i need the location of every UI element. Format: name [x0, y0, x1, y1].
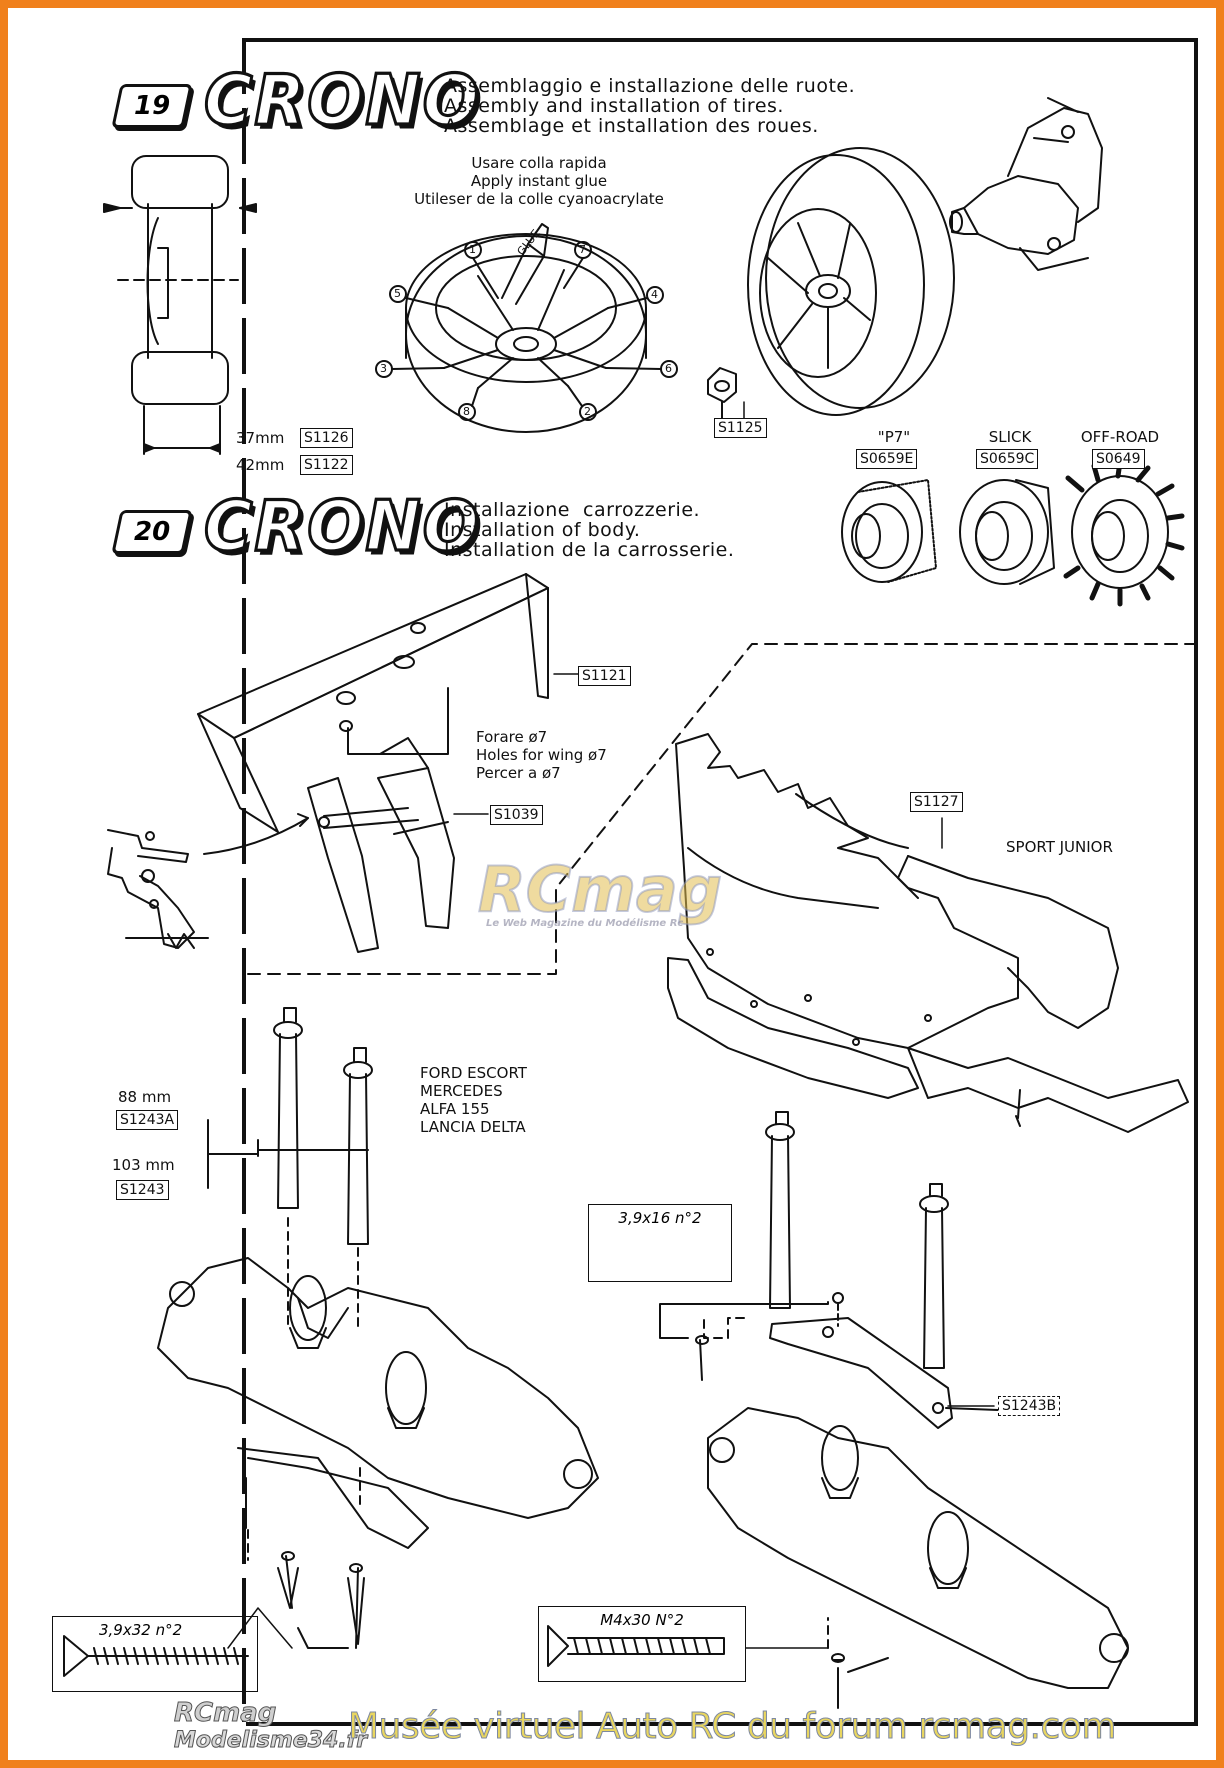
step-19-line-en: Assembly and installation of tires. — [444, 95, 784, 117]
technical-drawings — [63, 97, 1205, 1709]
dim-37mm: 37mm — [236, 429, 285, 447]
leader-lines — [227, 401, 995, 1649]
code-s1039: S1039 — [490, 805, 543, 825]
code-s1122: S1122 — [300, 455, 353, 475]
code-s1243a: S1243A — [116, 1110, 179, 1130]
chassis-left-drawing — [157, 1257, 599, 1649]
tire-options-drawing — [841, 459, 1185, 607]
step-20-number: 20 — [133, 517, 171, 547]
glue-order-5: 5 — [394, 287, 401, 300]
screw-3-9x16-box: 3,9x16 n°2 — [588, 1204, 732, 1282]
glue-order-6: 6 — [665, 362, 672, 375]
step-20-line-en: Installation of body. — [444, 519, 641, 541]
glue-instructions: Usare colla rapida Apply instant glue Ut… — [384, 154, 694, 208]
tire-offroad-code: S0649 — [1092, 449, 1145, 469]
step-19-badge: 19 — [111, 84, 193, 128]
glue-line-en: Apply instant glue — [470, 172, 608, 190]
code-s1243: S1243 — [116, 1180, 169, 1200]
wheel-mount-drawing — [707, 97, 1103, 429]
body-posts-left-drawing — [207, 1007, 373, 1329]
step-19-instructions: Assemblaggio e installazione delle ruote… — [444, 76, 855, 136]
rear-wing-drawing — [197, 573, 549, 953]
watermark-logo: RCmag — [477, 852, 723, 927]
glue-order-3: 3 — [380, 362, 387, 375]
tire-slick-code: S0659C — [976, 449, 1039, 469]
step-20-line-it: Installazione carrozzerie. — [444, 499, 701, 521]
step-20-line-fr: Installation de la carrosserie. — [444, 539, 735, 561]
step-20-badge: 20 — [111, 510, 193, 554]
wing-holes-note: Forare ø7 Holes for wing ø7 Percer a ø7 — [476, 728, 607, 782]
tire-offroad-name: OFF-ROAD — [1080, 428, 1160, 446]
screw-3-9x32-box: 3,9x32 n°2 — [52, 1616, 258, 1692]
body-posts-right-drawing — [659, 1111, 999, 1429]
step-19-line-fr: Assemblage et installation des roues. — [444, 115, 819, 137]
holes-line-fr: Percer a ø7 — [476, 764, 561, 782]
screw-m4x30-box: M4x30 N°2 — [538, 1606, 746, 1682]
glue-wheel-drawing — [375, 223, 678, 433]
step-20-instructions: Installazione carrozzerie. Installation … — [444, 500, 734, 560]
body-shell-drawing — [667, 733, 1189, 1133]
body-name: SPORT JUNIOR — [1006, 838, 1113, 856]
glue-order-2: 2 — [584, 405, 591, 418]
holes-line-en: Holes for wing ø7 — [476, 746, 607, 764]
wing-bracket-drawing — [107, 829, 209, 949]
code-s1127: S1127 — [910, 792, 963, 812]
glue-order-4: 4 — [651, 288, 658, 301]
code-s1125: S1125 — [714, 418, 767, 438]
glue-line-fr: Utileser de la colle cyanoacrylate — [414, 190, 664, 208]
glue-line-it: Usare colla rapida — [471, 154, 607, 172]
model-ford-escort: FORD ESCORT — [420, 1064, 527, 1082]
wheel-cross-section-drawing — [103, 155, 257, 455]
holes-line-it: Forare ø7 — [476, 728, 548, 746]
glue-order-7: 7 — [579, 243, 586, 256]
code-s1126: S1126 — [300, 428, 353, 448]
dashed-leader — [247, 643, 1205, 975]
glue-order-8: 8 — [463, 405, 470, 418]
step-20-brand: CRONO — [203, 485, 481, 569]
glue-order-1: 1 — [469, 243, 476, 256]
model-mercedes: MERCEDES — [420, 1082, 503, 1100]
tire-slick-name: SLICK — [988, 428, 1032, 446]
post-103mm: 103 mm — [112, 1156, 175, 1174]
dim-42mm: 42mm — [236, 456, 285, 474]
code-s1121: S1121 — [578, 666, 631, 686]
code-s1243b: S1243B — [998, 1396, 1061, 1416]
step-19-line-it: Assemblaggio e installazione delle ruote… — [444, 75, 856, 97]
watermark-tagline: Le Web Magazine du Modélisme Rc — [486, 918, 684, 929]
screw-m4x30-label: M4x30 N°2 — [600, 1611, 684, 1629]
footer-caption: Musée virtuel Auto RC du forum rcmag.com — [348, 1706, 1117, 1748]
step-19-number: 19 — [133, 91, 171, 121]
footer-logo-modelisme34: Modelisme34.fr — [173, 1728, 368, 1754]
post-88mm: 88 mm — [118, 1088, 172, 1106]
page-frame-dashed-edge — [242, 38, 246, 1722]
model-lancia-delta: LANCIA DELTA — [420, 1118, 526, 1136]
screw-3-9x16-label: 3,9x16 n°2 — [618, 1209, 702, 1227]
tire-p7-code: S0659E — [856, 449, 918, 469]
car-models: FORD ESCORT MERCEDES ALFA 155 LANCIA DEL… — [420, 1064, 527, 1136]
model-alfa-155: ALFA 155 — [420, 1100, 490, 1118]
chassis-right-drawing — [707, 1407, 1129, 1709]
step-19-brand: CRONO — [203, 59, 481, 143]
screw-3-9x32-label: 3,9x32 n°2 — [99, 1621, 183, 1639]
footer-logo-rcmag: RCmag — [173, 1698, 277, 1729]
page-frame — [246, 38, 1198, 1726]
tire-p7-name: "P7" — [877, 428, 911, 446]
